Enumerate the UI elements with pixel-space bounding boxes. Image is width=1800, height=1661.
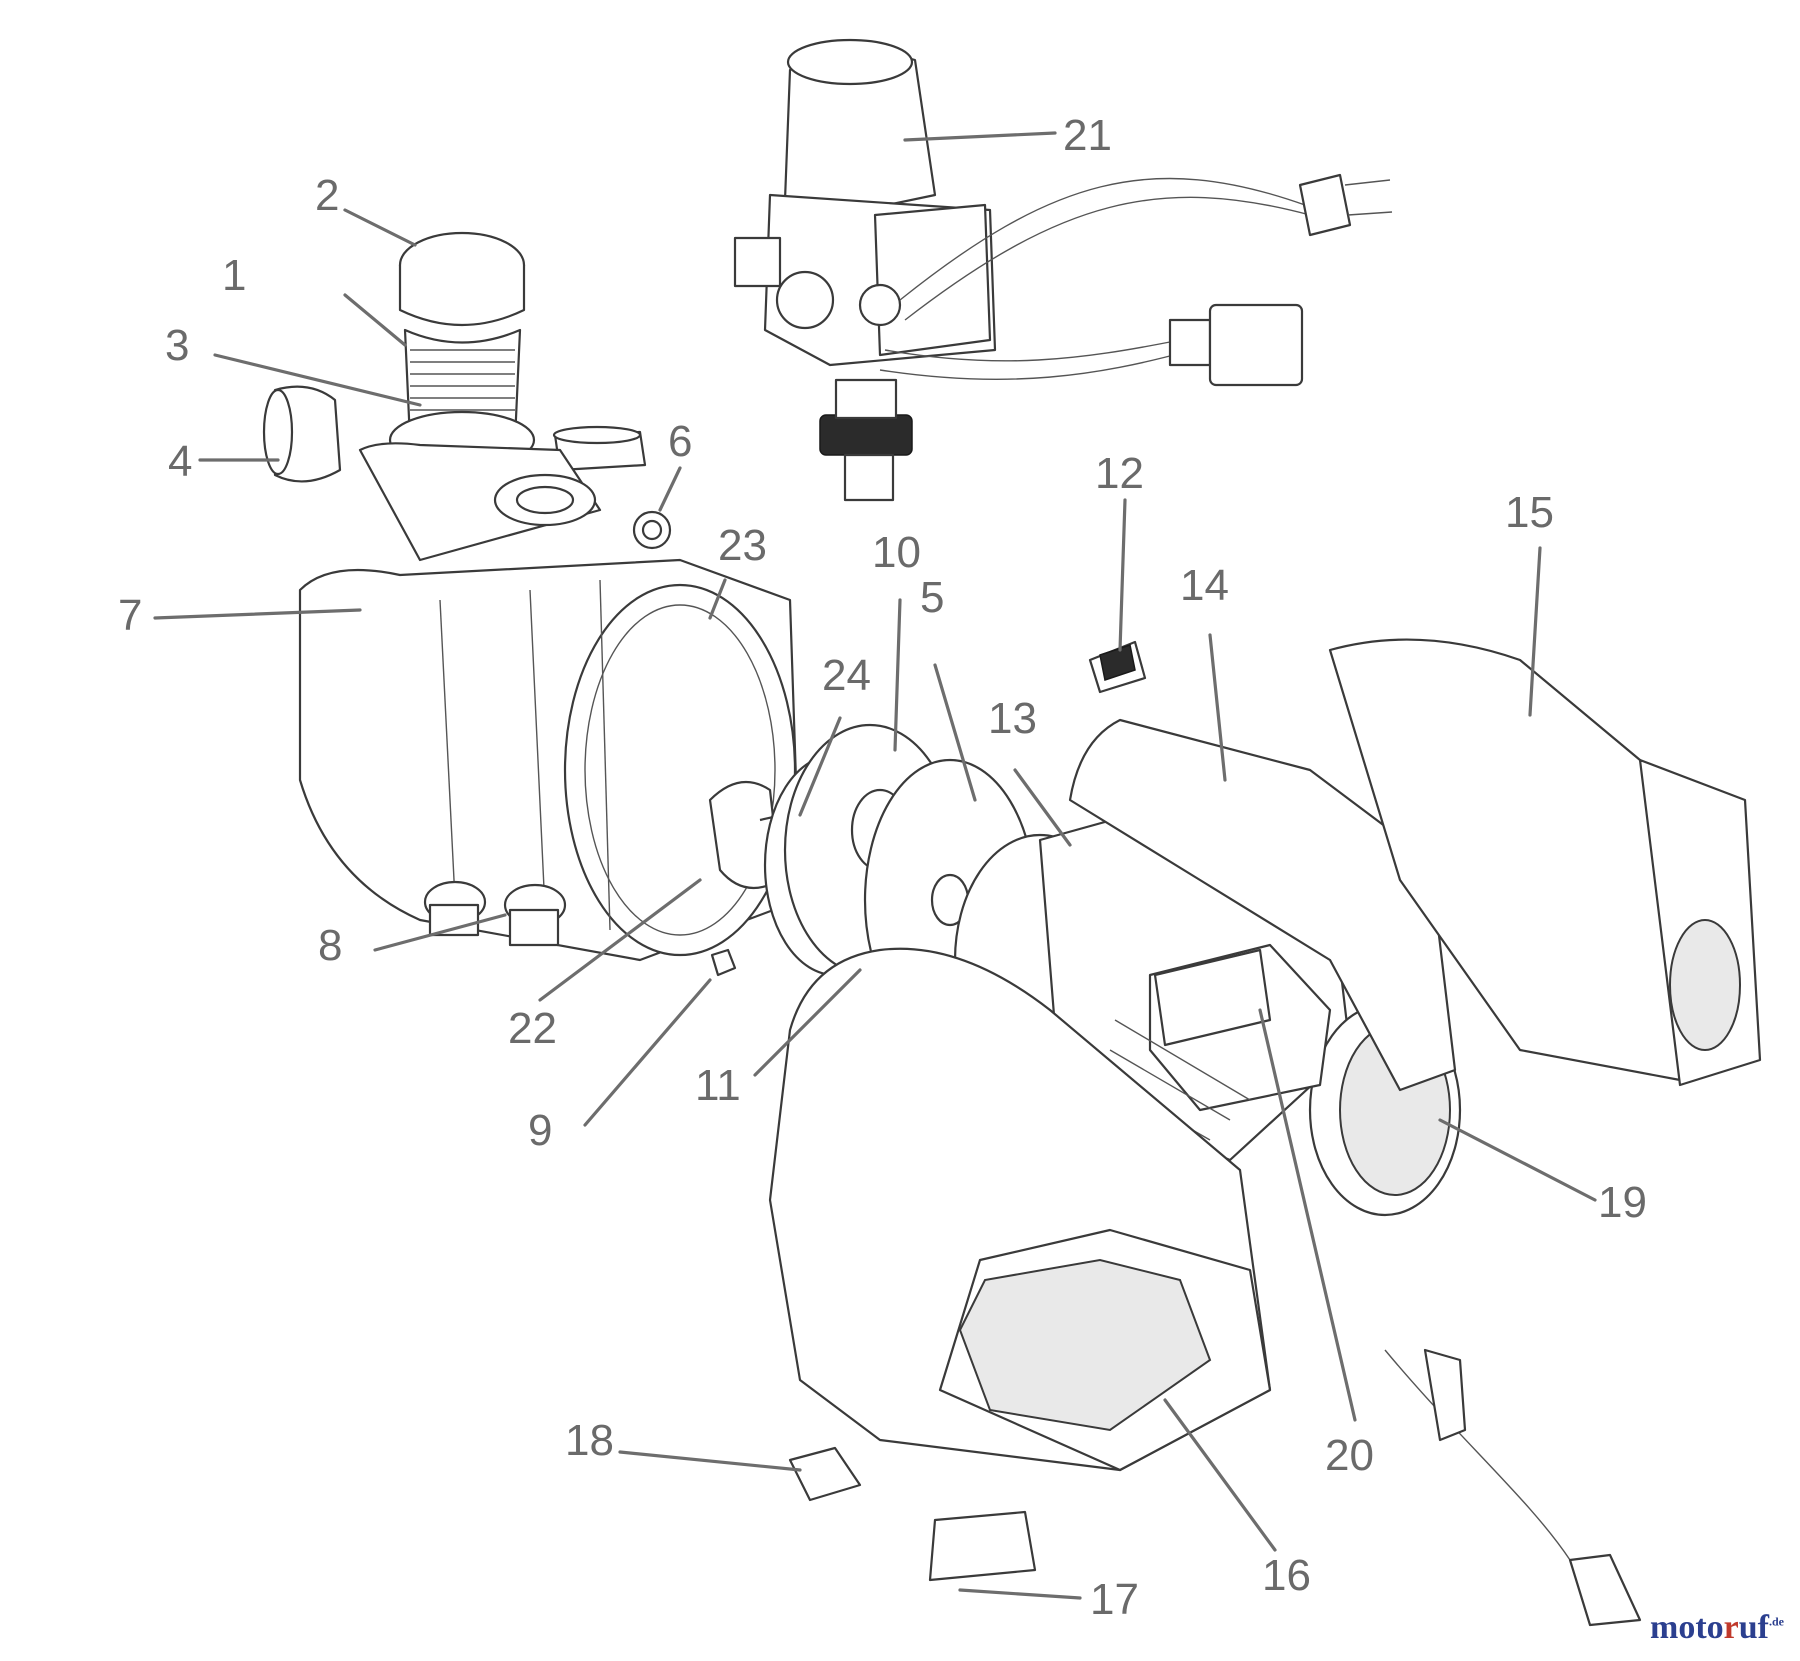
- covers-and-switch-drawing: [1068, 638, 1762, 1092]
- callout-22: 22: [508, 1004, 557, 1053]
- watermark-part3: uf: [1738, 1609, 1769, 1646]
- callout-21: 21: [1063, 111, 1112, 160]
- callout-10: 10: [872, 528, 921, 577]
- callout-4: 4: [168, 437, 192, 486]
- callout-7: 7: [118, 591, 142, 640]
- callout-15: 15: [1505, 488, 1554, 537]
- callout-13: 13: [988, 694, 1037, 743]
- watermark-logo: motoruf.de: [1650, 1609, 1784, 1647]
- callout-20: 20: [1325, 1431, 1374, 1480]
- callout-12: 12: [1095, 449, 1144, 498]
- callout-24: 24: [822, 651, 871, 700]
- callout-16: 16: [1262, 1551, 1311, 1600]
- pressure-switch-drawing: [733, 38, 1393, 502]
- callout-11: 11: [695, 1061, 741, 1110]
- callout-17: 17: [1090, 1575, 1139, 1624]
- callout-9: 9: [528, 1106, 552, 1155]
- callout-19: 19: [1598, 1178, 1647, 1227]
- callout-labels: 1 2 3 4 5 6 7 8 9 10 11 12 13 14 15 16 1…: [118, 111, 1647, 1624]
- callout-8: 8: [318, 921, 342, 970]
- watermark-suffix: .de: [1769, 1614, 1784, 1629]
- callout-1: 1: [222, 251, 246, 300]
- callout-23: 23: [718, 521, 767, 570]
- callout-18: 18: [565, 1416, 614, 1465]
- watermark-part2: r: [1723, 1609, 1739, 1646]
- callout-3: 3: [165, 321, 189, 370]
- callout-5: 5: [920, 573, 944, 622]
- callout-2: 2: [315, 171, 339, 220]
- base-and-feet-drawing: [768, 947, 1642, 1627]
- leader-lines: [153, 131, 1597, 1600]
- callout-6: 6: [668, 417, 692, 466]
- watermark-part1: moto: [1650, 1609, 1724, 1646]
- callout-14: 14: [1180, 561, 1229, 610]
